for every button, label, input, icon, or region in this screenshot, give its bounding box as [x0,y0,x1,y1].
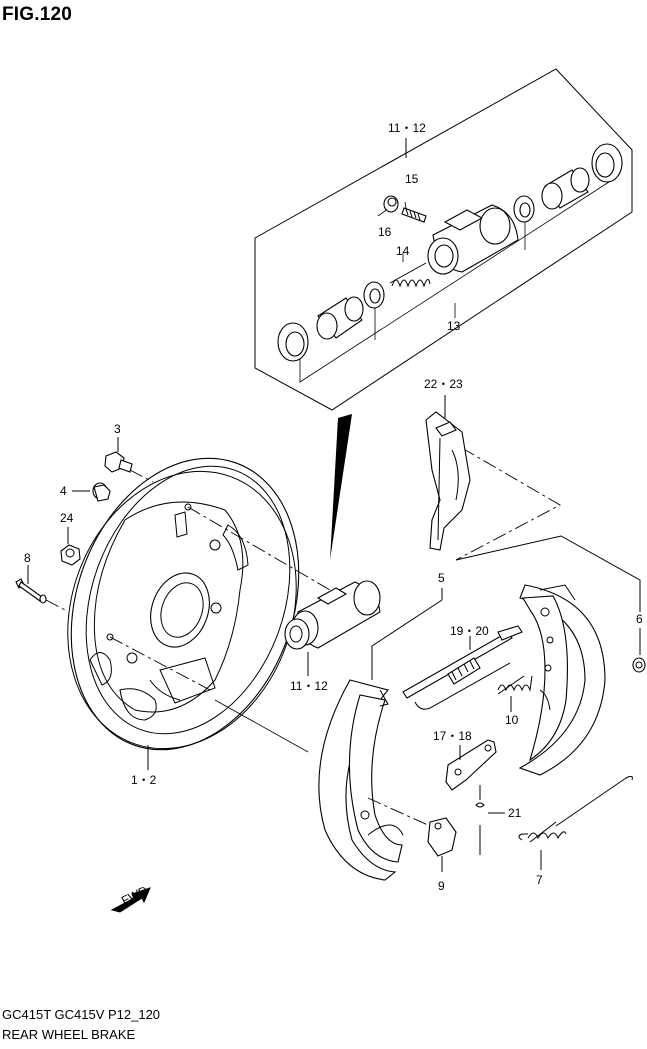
dust-boot-right [591,143,623,183]
fwd-label: FWD [119,883,150,908]
callout-1-2: 1・2 [131,773,157,787]
leader-bolt-8 [45,599,66,611]
callout-6: 6 [636,612,643,626]
callout-15: 15 [405,172,419,186]
parking-link [445,739,497,791]
leader-bolt-3 [129,469,154,483]
callout-10: 10 [505,713,519,727]
dust-boot-left [277,322,309,362]
figure-title: FIG.120 [2,4,73,25]
piston-right [541,167,590,210]
callout-5: 5 [438,571,445,585]
return-spring-7 [518,775,633,870]
callout-8: 8 [24,551,31,565]
assembly-direction-wedge [330,414,352,560]
callout-24: 24 [60,511,74,525]
piston-left [316,296,364,340]
parking-brake-lever [425,411,471,551]
callout-13: 13 [447,319,461,333]
leader-stud-lower [109,636,211,691]
shoe-group-box [371,447,641,680]
callout-7: 7 [536,873,543,887]
brake-shoe-right [518,584,606,776]
callout-9: 9 [438,879,445,893]
forward-direction-arrow-icon: FWD [110,883,151,913]
callout-3: 3 [114,422,121,436]
leader-clip [367,797,431,827]
callout-16: 16 [378,225,392,239]
callout-14: 14 [396,244,410,258]
retainer-washer-6 [632,657,646,673]
callout-19-20: 19・20 [450,624,489,638]
adjuster-spring-10 [497,675,533,712]
return-spring-21 [475,785,505,855]
brake-shoe-left [318,679,404,881]
adjuster-strut [402,625,523,710]
callout-4: 4 [60,484,67,498]
callout-11-12-top: 11・12 [388,121,426,135]
callout-21: 21 [508,806,522,820]
bleeder-cap [383,195,399,213]
nut-4 [92,482,111,502]
wheel-cylinder-body-upper [427,204,519,275]
bleeder-screw [401,207,427,223]
callout-22-23: 22・23 [424,377,463,391]
wheel-cylinder-assembled [284,580,381,650]
nut-24 [60,544,81,566]
callout-17-18: 17・18 [433,729,472,743]
leader-plate-to-shoe [214,699,309,753]
callout-11-12-bottom: 11・12 [290,679,328,693]
piston-cup-left [363,281,385,309]
model-code-line: GC415T GC415V P12_120 [2,1007,161,1022]
brake-backing-plate [67,457,300,751]
bolt-3 [104,451,133,473]
shoe-hold-clip-9 [427,817,457,872]
piston-cup-right [513,195,535,223]
bolt-8 [15,578,47,604]
figure-caption: REAR WHEEL BRAKE [2,1027,136,1042]
leader-stud-upper [187,506,331,591]
cylinder-spring [389,262,431,288]
